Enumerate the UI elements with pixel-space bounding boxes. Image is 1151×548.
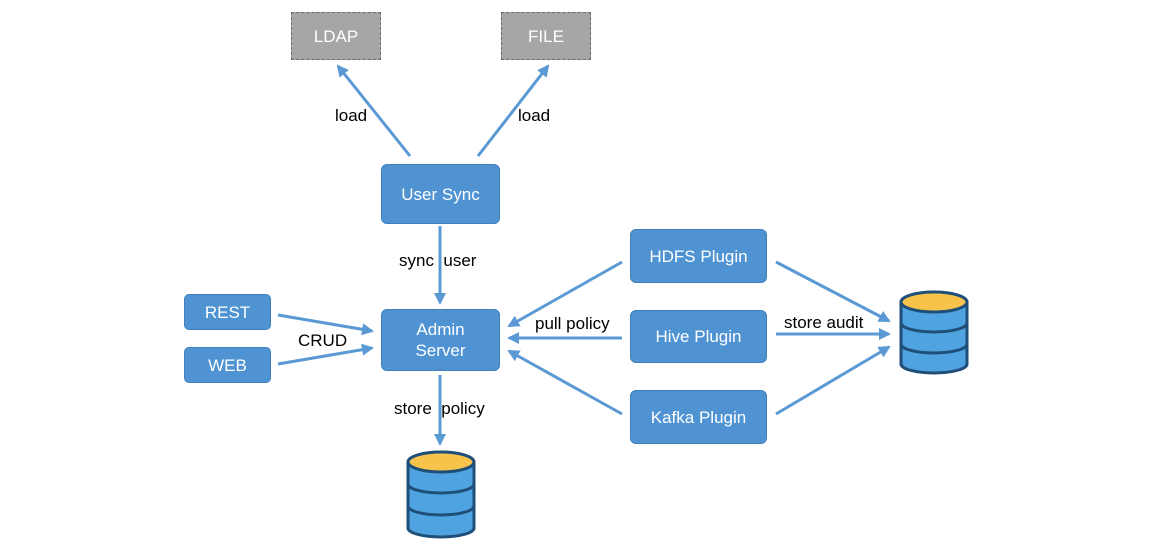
web-label: WEB — [208, 355, 247, 375]
admin-server-label-line2: Server — [415, 341, 466, 360]
edge-label-load-left: load — [335, 106, 368, 125]
rest-label: REST — [204, 302, 251, 322]
policy-database-icon — [406, 450, 476, 539]
edge-label-store-audit: store audit — [784, 313, 864, 332]
hive-plugin-node: Hive Plugin — [630, 310, 767, 363]
edge-hdfs-to-admin — [507, 260, 623, 328]
edge-hdfs-to-audit-db — [775, 260, 891, 323]
hdfs-plugin-node: HDFS Plugin — [630, 229, 767, 283]
rest-node: REST — [184, 294, 271, 330]
edge-kafka-to-audit-db — [775, 345, 891, 416]
edge-user-sync-to-ldap — [336, 64, 412, 157]
kafka-plugin-label: Kafka Plugin — [650, 407, 747, 427]
edge-web-to-admin — [277, 343, 374, 366]
edge-user-sync-to-file — [476, 64, 550, 157]
edge-label-load-right: load — [518, 106, 551, 125]
admin-server-node: Admin Server — [381, 309, 500, 371]
web-node: WEB — [184, 347, 271, 383]
hdfs-plugin-label: HDFS Plugin — [649, 246, 748, 266]
user-sync-node: User Sync — [381, 164, 500, 224]
audit-database-icon — [899, 290, 969, 375]
kafka-plugin-node: Kafka Plugin — [630, 390, 767, 444]
edge-label-store-policy: store policy — [394, 399, 485, 418]
admin-server-label-line1: Admin — [416, 320, 465, 339]
ldap-node: LDAP — [291, 12, 381, 60]
user-sync-label: User Sync — [401, 184, 480, 204]
file-node: FILE — [501, 12, 591, 60]
hive-plugin-label: Hive Plugin — [655, 327, 742, 346]
ldap-label: LDAP — [313, 26, 359, 46]
edge-kafka-to-admin — [507, 349, 623, 416]
edge-label-crud: CRUD — [298, 331, 348, 350]
edge-rest-to-admin — [277, 313, 374, 336]
edge-label-sync-user: sync user — [399, 251, 477, 270]
edge-label-pull-policy: pull policy — [535, 314, 610, 333]
file-label: FILE — [528, 26, 564, 46]
